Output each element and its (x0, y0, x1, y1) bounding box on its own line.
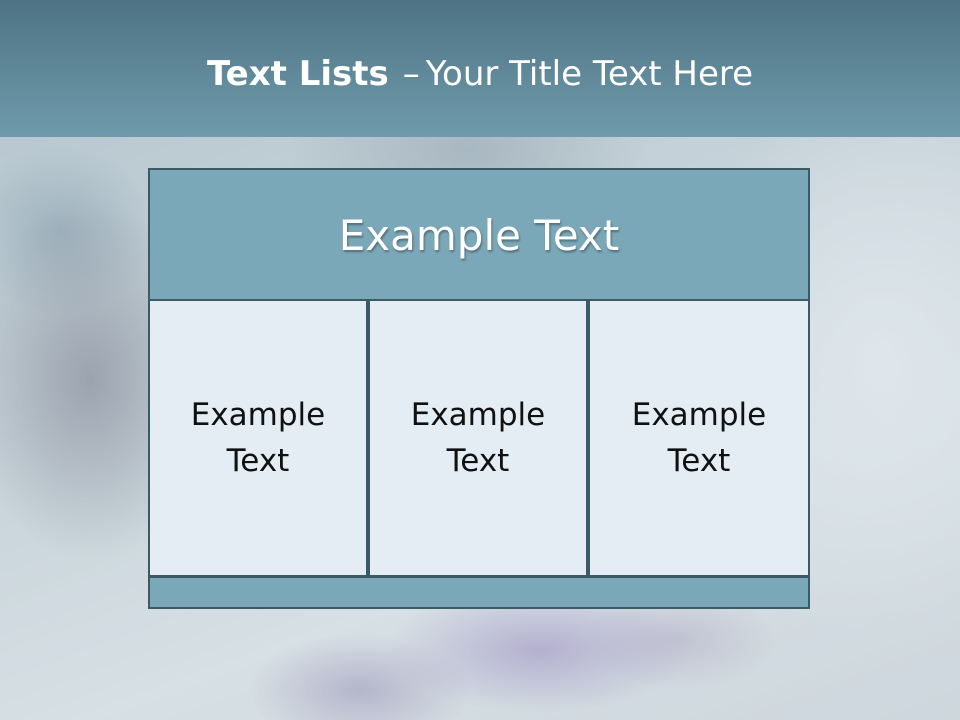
diagram-column-3: Example Text (588, 299, 810, 577)
column-1-text: Example Text (190, 397, 326, 479)
diagram-header-box: Example Text (148, 168, 810, 303)
title-rest-part: Your Title Text Here (425, 54, 754, 94)
diagram-header-text: Example Text (338, 211, 620, 260)
title-bar: Text Lists–Your Title Text Here (0, 0, 960, 137)
diagram-column-1: Example Text (148, 299, 368, 577)
title-dash: – (402, 54, 420, 94)
text-list-diagram: Example Text Example Text Example Text E… (148, 168, 810, 609)
column-2-text: Example Text (410, 397, 546, 479)
slide-title: Text Lists–Your Title Text Here (0, 52, 960, 96)
diagram-footer-bar (148, 576, 810, 609)
diagram-column-2: Example Text (368, 299, 588, 577)
title-bold-part: Text Lists (206, 54, 389, 94)
column-3-text: Example Text (631, 397, 767, 479)
